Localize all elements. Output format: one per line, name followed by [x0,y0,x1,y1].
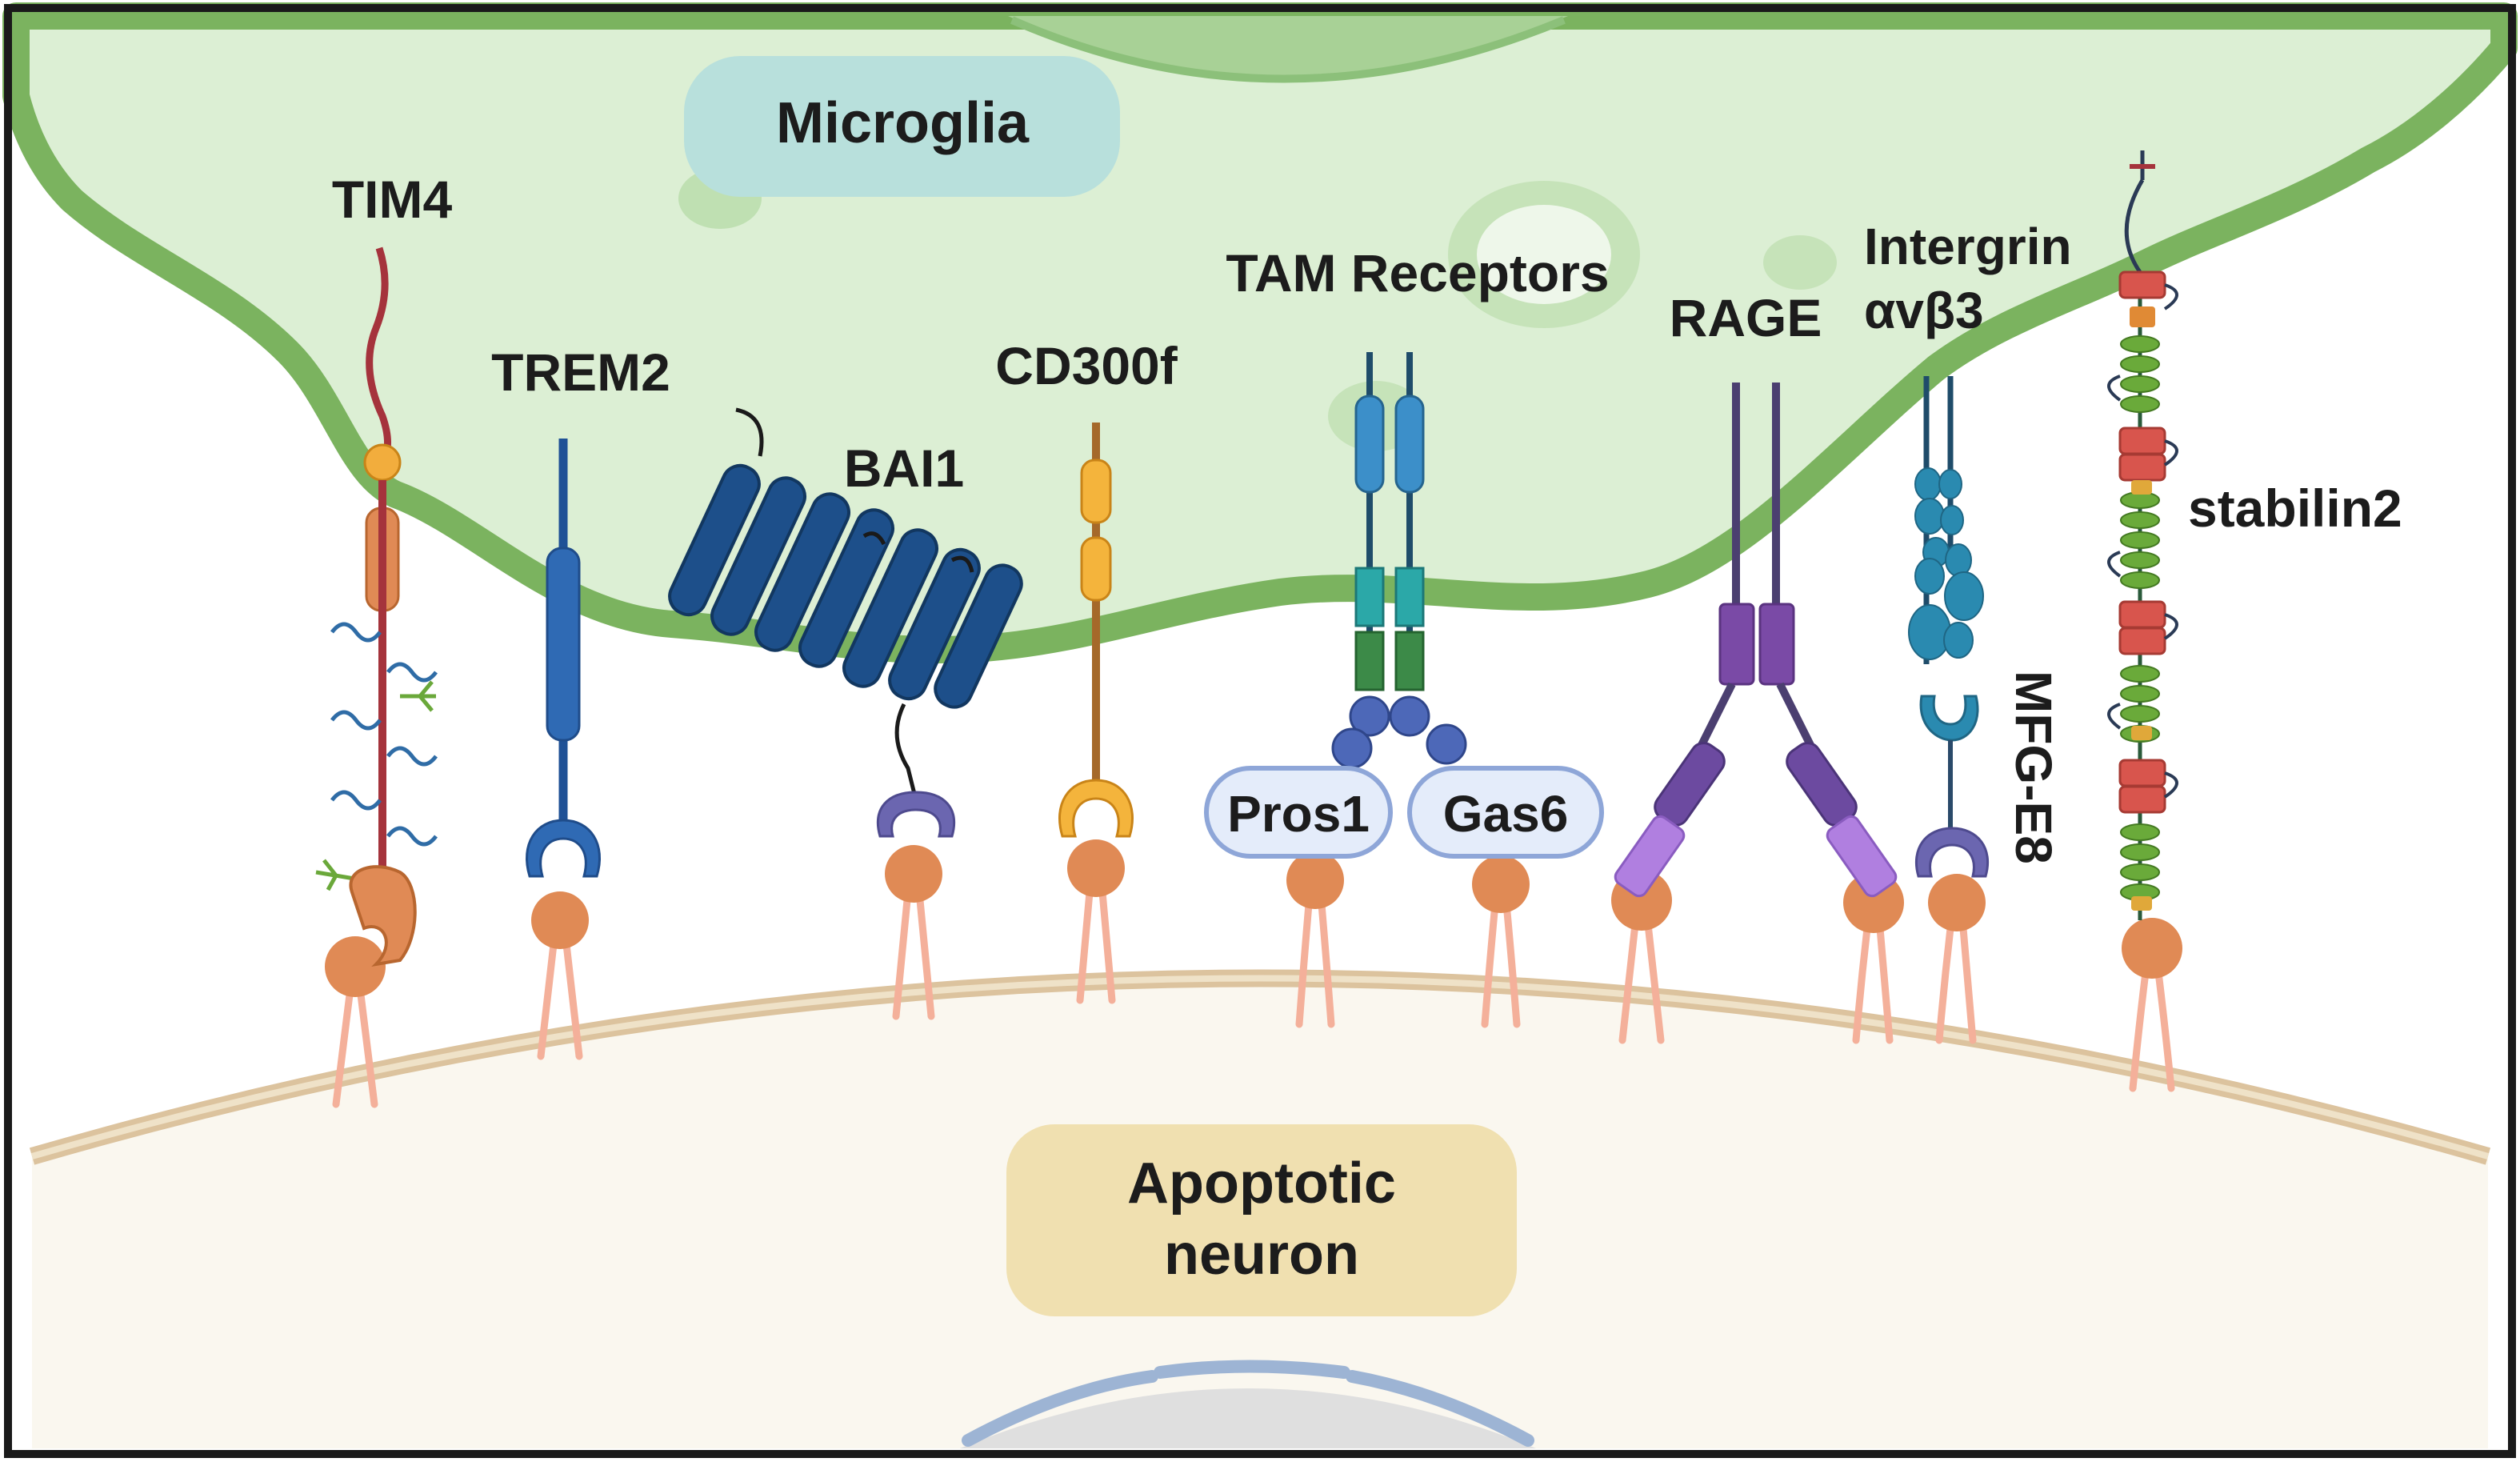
neuron-badge: Apoptotic neuron [1006,1124,1517,1316]
rage-receptor [1614,383,1898,898]
neuron-membrane-inner [30,975,2490,1160]
mfge8-label: MFG-E8 [2005,671,2062,864]
tim4-label: TIM4 [332,170,453,229]
ps-head [531,891,589,949]
integrin-label-line1: Intergrin [1864,218,2072,275]
frame [4,4,2516,1458]
stabilin2-green-domains [2120,335,2160,901]
ps-head [1928,874,1986,931]
integrin-receptor [1908,376,1990,878]
bai1-label: BAI1 [844,439,964,498]
microglia-cell [2,2,2518,664]
vesicle [1477,205,1611,304]
neuron-nucleus [960,1388,1536,1448]
microglia-badge: Microglia [684,56,1120,197]
stabilin2-label: stabilin2 [2188,479,2402,538]
neuron-nuclear-envelope [962,1360,1534,1447]
tam-receptor [1331,352,1467,769]
pros1-label: Pros1 [1227,785,1370,843]
pros1-ligand: Pros1 [1204,766,1393,859]
neuron-label-line1: Apoptotic [1127,1152,1396,1216]
gas6-ligand: Gas6 [1407,766,1604,859]
cd300f-label: CD300f [995,336,1178,395]
ps-head [1472,855,1530,913]
tam-receptors-label: TAM Receptors [1226,243,1609,302]
ps-head [885,845,942,903]
gas6-label: Gas6 [1443,785,1569,843]
neuron-label-line2: neuron [1164,1223,1359,1287]
stabilin2-red-domains [2118,270,2166,814]
cd300f-receptor [1058,423,1134,838]
stabilin2-receptor [2107,150,2178,920]
trem2-label: TREM2 [491,342,670,402]
trem2-receptor [526,439,601,878]
tim4-receptor [315,246,438,967]
microglia-label: Microglia [776,91,1030,155]
rage-label: RAGE [1670,288,1822,347]
ps-head [1286,851,1344,909]
microglia-nucleus-envelope [1010,16,1566,83]
vesicle [1763,235,1837,290]
ps-head [325,936,386,997]
ps-head [2122,918,2182,979]
bai1-receptor [668,407,1023,838]
ps-head [1067,839,1125,897]
integrin-label-line2: αvβ3 [1864,282,1984,339]
phosphatidylserine-group [332,888,2175,1108]
